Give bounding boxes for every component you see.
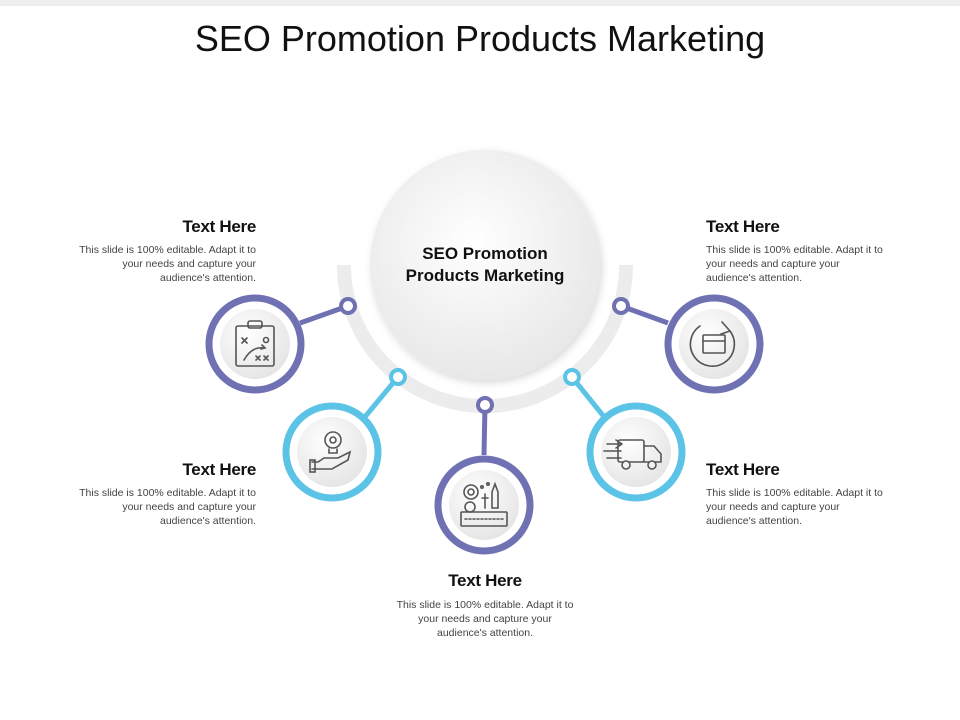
connector-4 [563, 368, 607, 420]
idea-hand-icon [309, 431, 352, 473]
item-1-description: This slide is 100% editable. Adapt it to… [79, 244, 256, 284]
connector-2 [362, 368, 407, 420]
node-5 [664, 294, 764, 394]
item-1-heading: Text Here [182, 217, 256, 236]
delivery-truck-icon [603, 439, 662, 470]
item-3-description: This slide is 100% editable. Adapt it to… [396, 599, 574, 639]
connector-5 [612, 297, 669, 326]
item-5-description: This slide is 100% editable. Adapt it to… [706, 244, 883, 284]
item-2-heading: Text Here [182, 460, 256, 479]
item-3-heading: Text Here [448, 571, 522, 590]
center-circle [370, 150, 600, 380]
node-3 [434, 455, 534, 555]
connector-1 [299, 297, 357, 326]
node-2 [282, 402, 382, 502]
item-4-description: This slide is 100% editable. Adapt it to… [706, 487, 883, 527]
node-1 [205, 294, 305, 394]
node-4 [586, 402, 686, 502]
connector-3 [476, 396, 494, 456]
top-strip [0, 0, 960, 6]
strategy-clipboard-icon [235, 320, 275, 367]
item-2-description: This slide is 100% editable. Adapt it to… [79, 487, 256, 527]
item-5-heading: Text Here [706, 217, 780, 236]
box-refresh-icon [689, 321, 736, 367]
cosmetics-products-icon [460, 481, 508, 527]
center-label: SEO Promotion Products Marketing [405, 244, 565, 285]
item-4-heading: Text Here [706, 460, 780, 479]
page-title: SEO Promotion Products Marketing [194, 18, 766, 59]
